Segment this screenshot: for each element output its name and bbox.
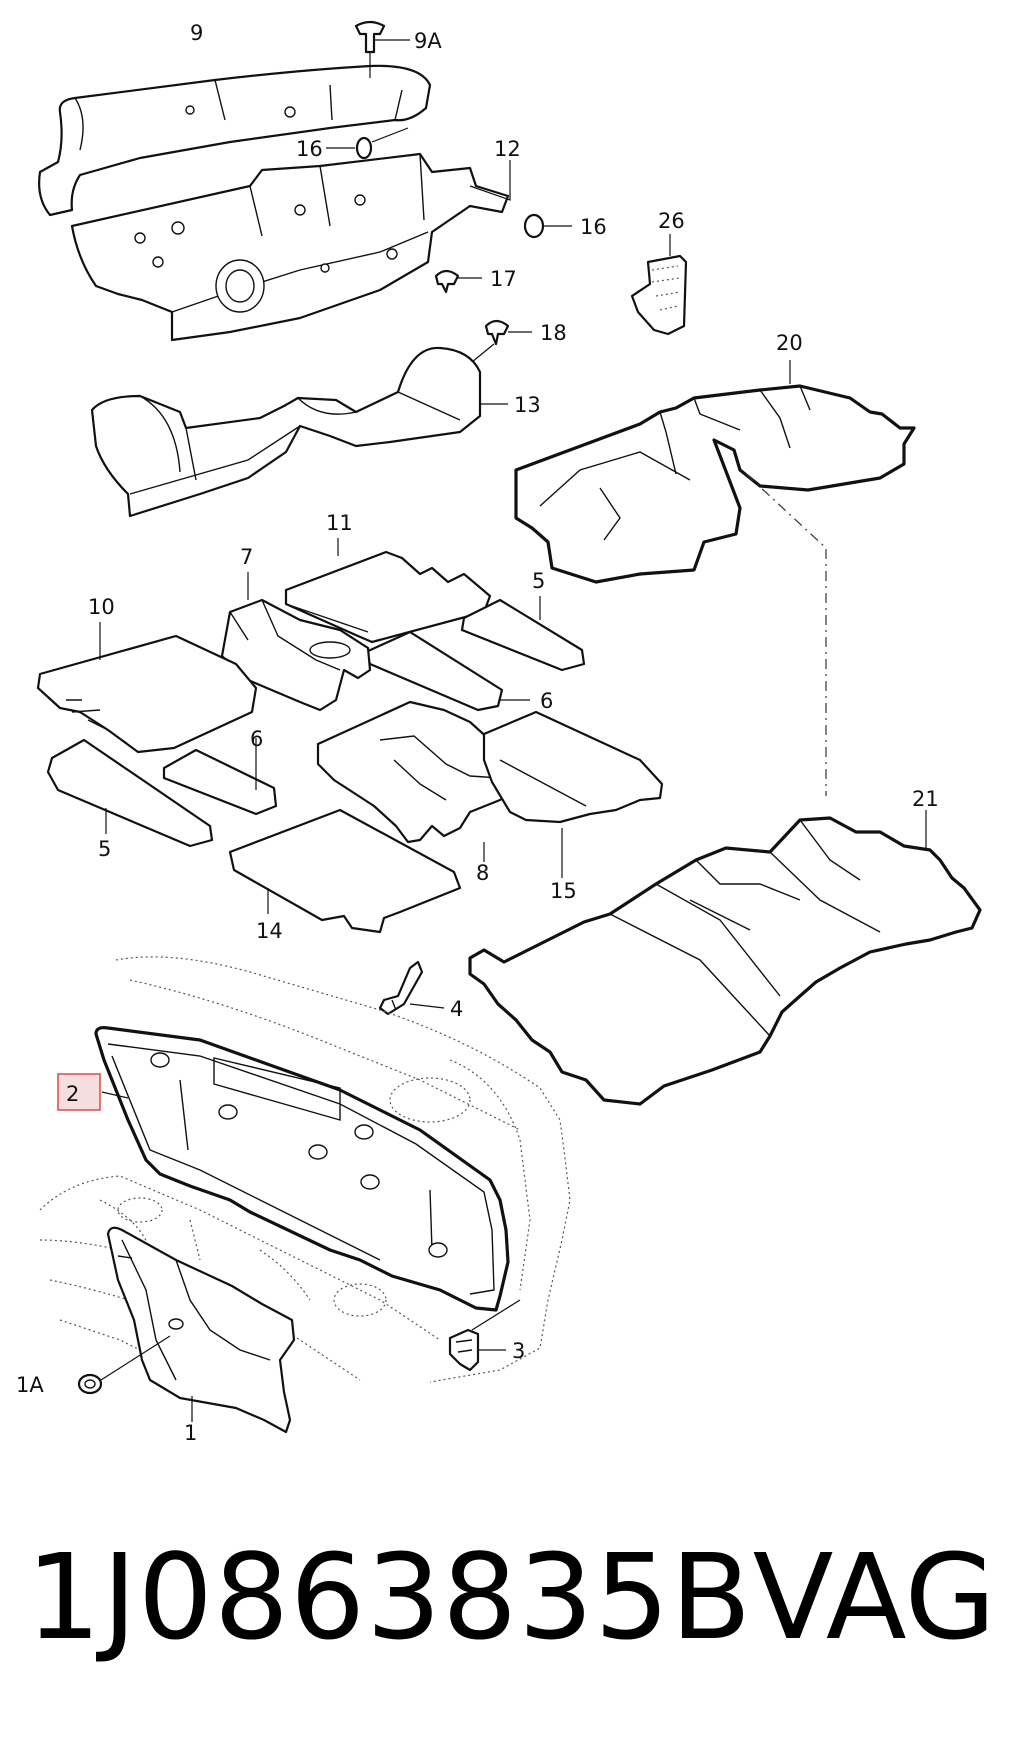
part-6-strip-lower: [162, 738, 278, 816]
callout-10: 10: [88, 595, 115, 619]
callout-26: 26: [658, 209, 685, 233]
callout-3: 3: [512, 1339, 525, 1363]
part-20-rear-floor-carpet: [514, 360, 916, 796]
callout-2: 2: [66, 1082, 79, 1106]
callout-6-upper: 6: [540, 689, 553, 713]
part-2-hood-insulation: [94, 1026, 510, 1312]
part-17-push-clip: [434, 269, 482, 294]
callout-14: 14: [256, 919, 283, 943]
part-14-floor-pad: [228, 808, 462, 934]
part-12-bulkhead-lower-insulation: [70, 152, 510, 342]
callout-13: 13: [514, 393, 541, 417]
parts-exploded-diagram: 9 9A 16 12 16 17 26 18 13 20 11 7 5 10 6…: [16, 20, 982, 1445]
callout-5-upper: 5: [532, 569, 545, 593]
callout-18: 18: [540, 321, 567, 345]
callout-20: 20: [776, 331, 803, 355]
part-1-lower-insulation: [106, 1226, 296, 1434]
part-3-clip: [448, 1299, 521, 1372]
part-26-bracket-pad: [630, 234, 688, 336]
callout-6-lower: 6: [250, 727, 263, 751]
callout-2-highlight-box: [57, 1073, 101, 1111]
callout-16-upper: 16: [296, 137, 323, 161]
callout-9A: 9A: [414, 29, 442, 53]
part-10-front-left-mat: [36, 622, 258, 754]
callout-21: 21: [912, 787, 939, 811]
part-12-leader: [469, 160, 511, 201]
part-1A-washer: [77, 1335, 171, 1395]
callout-labels: 9 9A 16 12 16 17 26 18 13 20 11 7 5 10 6…: [16, 21, 939, 1445]
part-9-bulkhead-upper-insulation: [38, 64, 432, 217]
callout-11: 11: [326, 511, 353, 535]
callout-12: 12: [494, 137, 521, 161]
callout-1A: 1A: [16, 1373, 44, 1397]
part-7-tunnel-pad: [220, 572, 372, 712]
brand-name: VAG: [752, 1528, 996, 1666]
callout-7: 7: [240, 545, 253, 569]
part-16-washer-upper: [326, 127, 409, 160]
part-9A-clip: [354, 20, 410, 78]
part-number: 1J0863835B: [26, 1528, 753, 1666]
part-4-bracket-clip: [378, 960, 445, 1016]
part-13-tunnel-insulation: [90, 346, 508, 518]
part-5-strip-lower: [46, 738, 214, 848]
callout-16-lower: 16: [580, 215, 607, 239]
part-21-front-floor-carpet: [468, 810, 982, 1106]
part-16-washer-lower: [523, 213, 572, 239]
callout-5-lower: 5: [98, 837, 111, 861]
part-5-strip-upper: [460, 596, 586, 672]
callout-17: 17: [490, 267, 517, 291]
callout-1: 1: [184, 1421, 197, 1445]
callout-9: 9: [190, 21, 203, 45]
callout-8: 8: [476, 861, 489, 885]
callout-4: 4: [450, 997, 463, 1021]
callout-15: 15: [550, 879, 577, 903]
part-11-carpet-panel: [284, 538, 492, 644]
part-15-rear-center-mat: [482, 710, 664, 878]
